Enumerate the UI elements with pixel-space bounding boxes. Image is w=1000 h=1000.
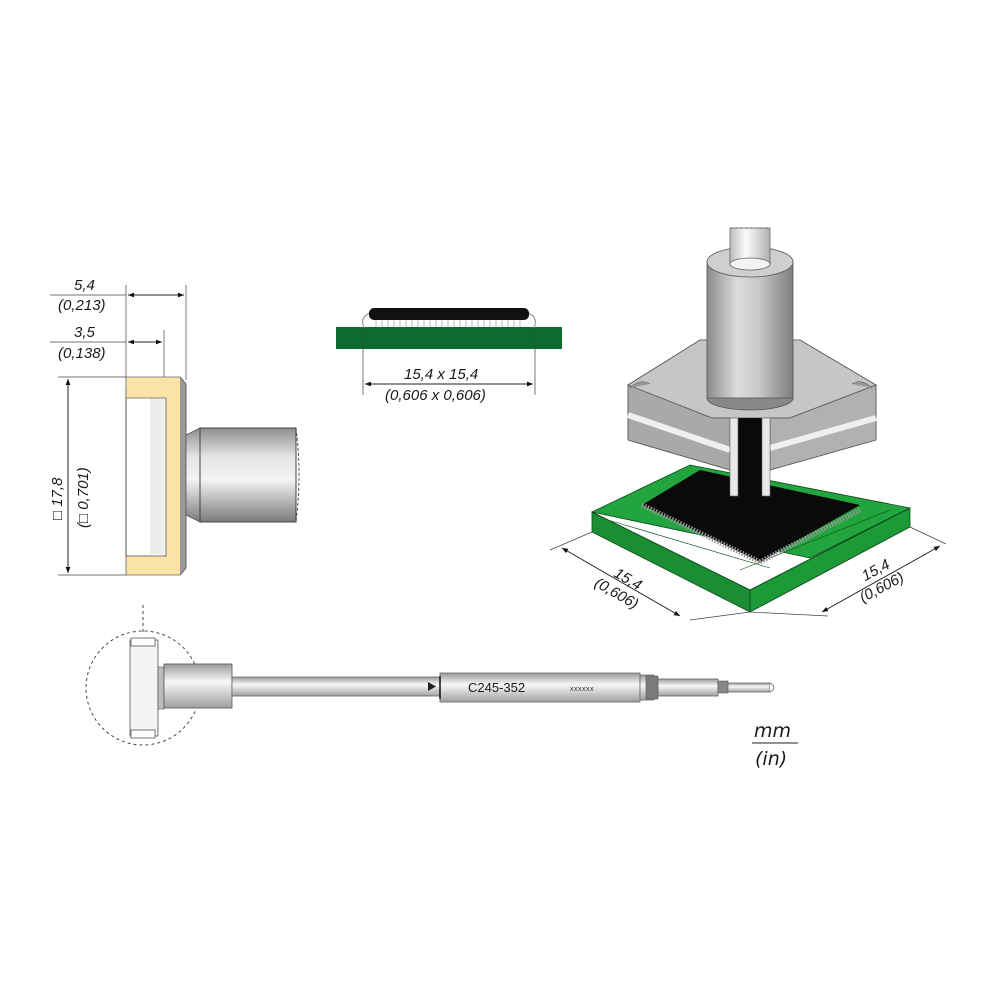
pcb-board-side xyxy=(336,327,562,349)
units-legend: mm (in) xyxy=(752,720,798,770)
full-tip-view: C245-352 xxxxxx xyxy=(85,605,775,746)
shaft xyxy=(231,676,441,697)
chip-iso xyxy=(642,470,860,562)
overall-depth-mm: 5,4 xyxy=(74,277,95,294)
chip-body xyxy=(369,308,529,320)
component-side-view: 15,4 x 15,4 (0,606 x 0,606) xyxy=(336,308,562,404)
square-size-mm: □ 17,8 xyxy=(49,477,66,520)
square-size-in: (□ 0,701) xyxy=(75,467,92,528)
serial-placeholder: xxxxxx xyxy=(570,686,594,693)
direction-arrow-icon xyxy=(428,682,436,691)
inner-depth-in: (0,138) xyxy=(58,345,106,362)
component-size-in: (0,606 x 0,606) xyxy=(385,387,486,404)
isometric-view: 15,4 (0,606) 15,4 (0,606) xyxy=(549,227,947,621)
component-size-mm: 15,4 x 15,4 xyxy=(404,366,478,383)
unit-secondary: (in) xyxy=(755,748,787,770)
side-view: 5,4 (0,213) 3,5 (0,138) □ 17,8 (□ 0,701) xyxy=(49,277,300,576)
nozzle-shaft xyxy=(199,427,297,523)
overall-depth-in: (0,213) xyxy=(58,297,106,314)
inner-depth-mm: 3,5 xyxy=(74,324,96,341)
tip-handle xyxy=(439,672,641,703)
nozzle-cylinder xyxy=(706,261,794,399)
part-number: C245-352 xyxy=(468,680,525,695)
unit-primary: mm xyxy=(754,720,791,742)
